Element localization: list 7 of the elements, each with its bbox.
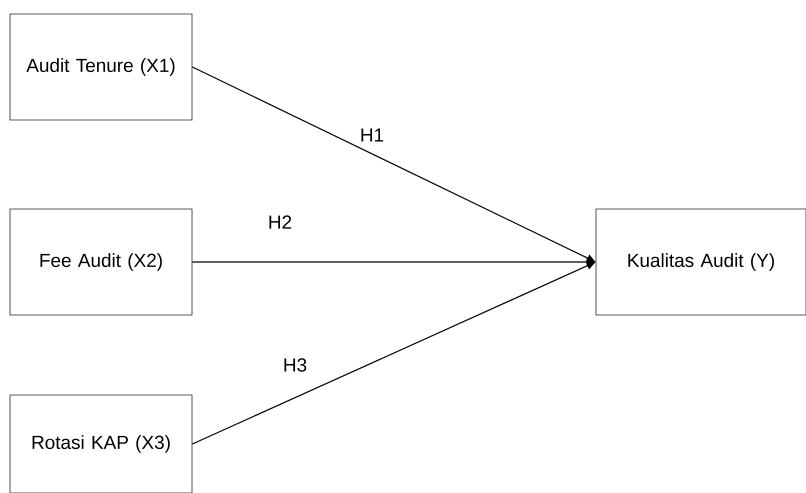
variable-box: Fee Audit (X2): [10, 208, 192, 316]
edge-label: H3: [282, 357, 308, 373]
variable-box: Rotasi KAP (X3): [10, 394, 192, 493]
edge-label: H1: [358, 127, 386, 142]
variable-box: Kualitas Audit (Y): [596, 208, 806, 316]
variable-box: Audit Tenure (X1): [10, 14, 192, 120]
edge-label: H2: [266, 214, 294, 230]
